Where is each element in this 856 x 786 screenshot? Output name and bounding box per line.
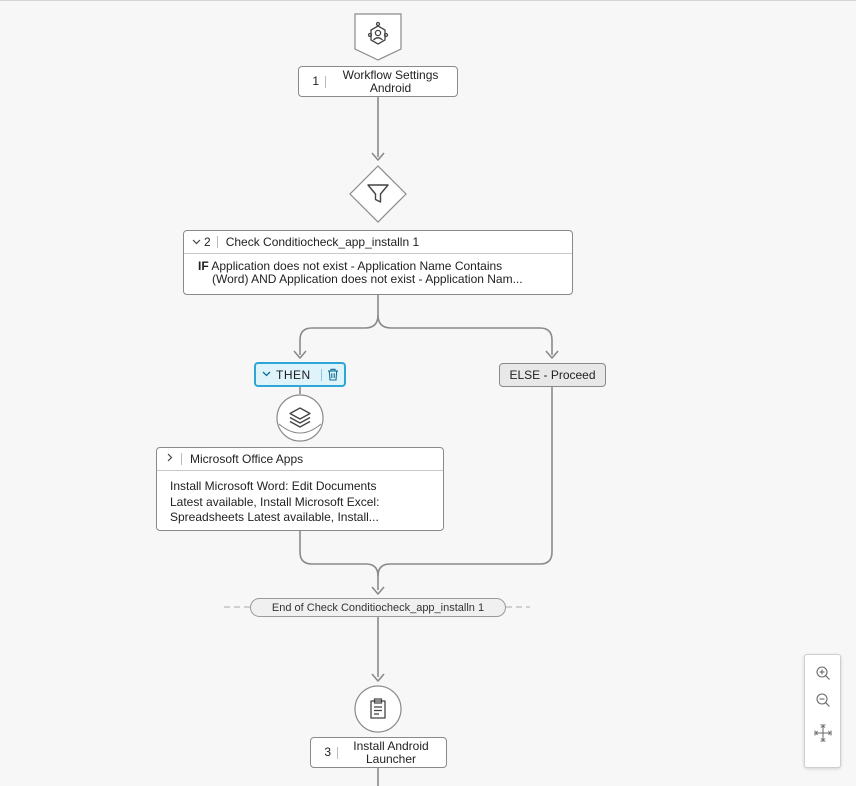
apps-header[interactable]: Microsoft Office Apps [157,448,443,471]
office-apps-card[interactable]: Microsoft Office Apps Install Microsoft … [156,447,444,531]
condition-keyword: IF [198,259,209,273]
then-branch[interactable]: THEN [254,362,346,387]
apps-body: Install Microsoft Word: Edit Documents L… [157,471,443,526]
check-condition-card[interactable]: 2 Check Conditiocheck_app_installn 1 IF … [183,230,573,295]
condition-header[interactable]: 2 Check Conditiocheck_app_installn 1 [184,231,572,254]
layers-stack-icon [276,394,324,442]
user-shield-icon [354,13,402,61]
chevron-down-icon[interactable] [262,369,276,380]
zoom-controls [804,654,841,768]
arrow-else [545,350,559,359]
zoom-in-icon [816,666,830,680]
chevron-right-icon[interactable] [167,453,177,465]
condition-body: IF Application does not exist - Applicat… [184,254,572,286]
end-condition-marker: End of Check Conditiocheck_app_installn … [250,598,506,617]
zoom-out-button[interactable] [813,690,833,710]
arrow-then [293,350,307,359]
zoom-in-button[interactable] [813,663,833,683]
trash-icon[interactable] [327,368,341,382]
condition-title: Check Conditiocheck_app_installn 1 [225,235,420,249]
step-separator [337,746,338,759]
condition-line2: (Word) AND Application does not exist - … [212,272,523,286]
step-title: Workflow Settings Android [332,67,457,95]
condition-line1: IF Application does not exist - Applicat… [198,260,562,273]
condition-node[interactable] [349,165,407,223]
apps-title: Microsoft Office Apps [190,452,304,466]
apps-node[interactable] [276,394,324,442]
step-title: Install Android Launcher [344,738,446,766]
step-number: 1 [312,74,319,88]
apps-separator [181,453,182,465]
connector-else-merge [377,387,553,577]
apps-line1: Install Microsoft Word: Edit Documents [170,479,377,493]
step-title-line2: Launcher [365,751,417,766]
condition-separator [216,236,218,248]
install-launcher-step[interactable]: 3 Install Android Launcher [310,737,447,768]
arrow-merge [371,586,385,595]
condition-text1: Application does not exist - Application… [211,259,503,273]
filter-funnel-icon [349,165,407,223]
step-title-line1: Workflow Settings [342,67,439,82]
then-separator [320,368,322,381]
fit-to-screen-button[interactable] [813,723,833,743]
connector-else [377,314,553,355]
arrow-install [371,673,385,682]
then-label: THEN [276,367,311,382]
arrow-filter [371,152,385,161]
step-title-line1: Install Android [353,738,429,753]
connector-apps-merge [299,531,379,590]
fit-to-screen-icon [814,724,832,742]
clipboard-icon [354,685,402,733]
step-number: 3 [324,745,331,759]
else-branch[interactable]: ELSE - Proceed [499,363,606,387]
workflow-settings-step[interactable]: 1 Workflow Settings Android [298,66,458,97]
condition-number: 2 [204,235,211,249]
chevron-down-icon[interactable] [192,237,204,248]
apps-line3: Spreadsheets Latest available, Install..… [170,510,379,524]
connector-then [299,295,379,355]
zoom-out-icon [816,693,830,707]
apps-line2: Latest available, Install Microsoft Exce… [170,494,380,509]
end-condition-label: End of Check Conditiocheck_app_installn … [271,601,485,614]
start-node[interactable] [354,13,402,61]
install-node[interactable] [354,685,402,733]
step-separator [325,75,326,88]
step-title-line2: Android [369,80,412,95]
else-label: ELSE - Proceed [509,368,596,382]
